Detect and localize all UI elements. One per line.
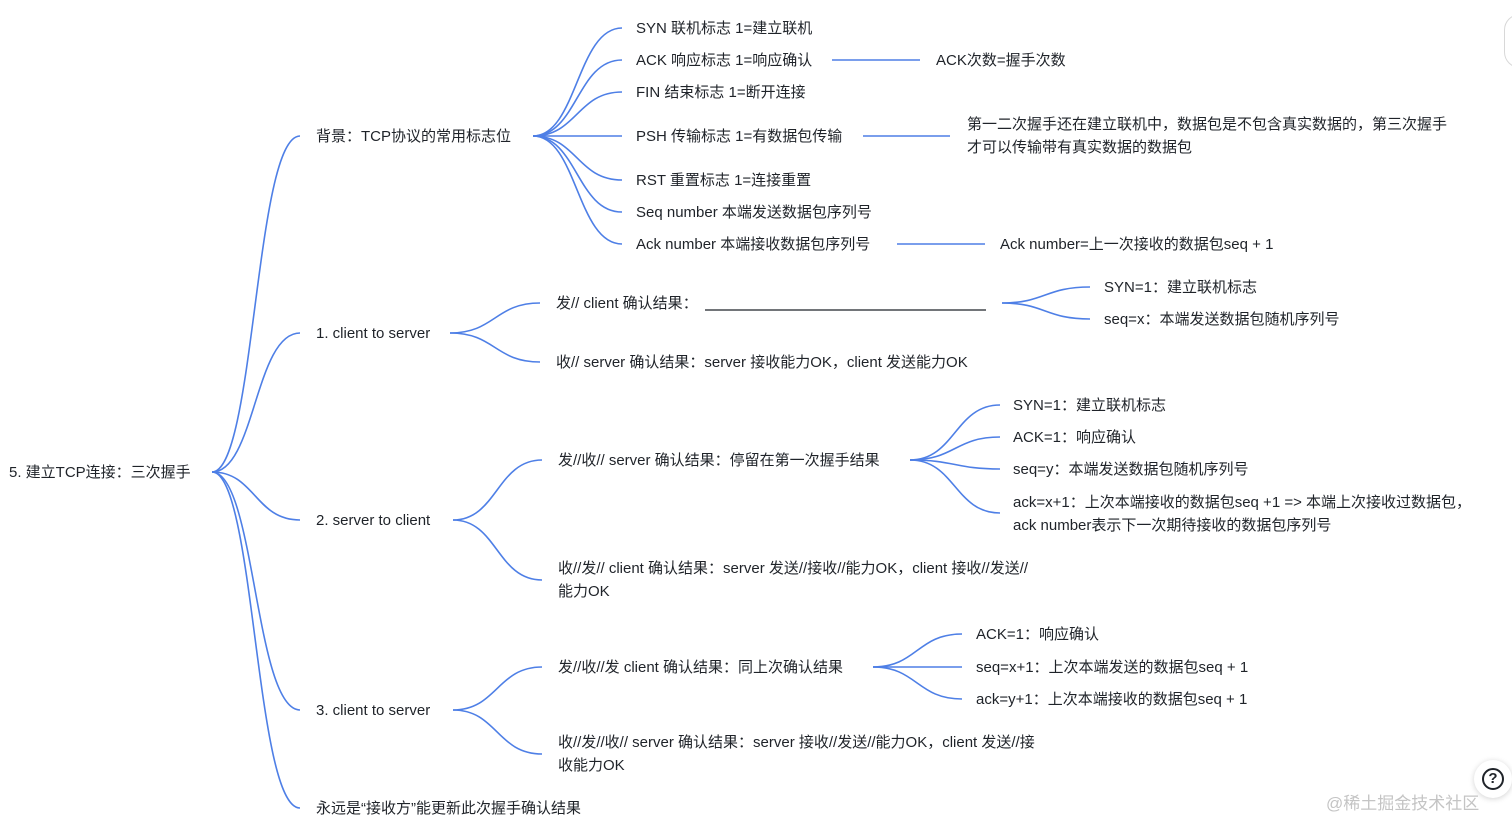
link-step1-syn xyxy=(1001,286,1091,304)
link-step2-syn xyxy=(909,404,1001,461)
node-conclusion[interactable]: 永远是“接收方”能更新此次握手确认结果 xyxy=(316,800,581,817)
node-ack-flag[interactable]: ACK 响应标志 1=响应确认 xyxy=(636,52,813,69)
link-step1-send xyxy=(449,302,541,334)
link-bg-seq xyxy=(532,135,623,213)
node-step1[interactable]: 1. client to server xyxy=(316,325,431,342)
link-bg-acknum xyxy=(532,135,623,245)
node-ack-note[interactable]: ACK次数=握手次数 xyxy=(936,52,1066,69)
link-root-step1 xyxy=(211,332,301,473)
link-root-step2 xyxy=(211,471,301,521)
node-background[interactable]: 背景：TCP协议的常用标志位 xyxy=(316,128,512,145)
node-step3-ack-num[interactable]: ack=y+1：上次本端接收的数据包seq + 1 xyxy=(976,691,1248,708)
watermark: @稀土掘金技术社区 xyxy=(1326,794,1480,813)
link-step2-send xyxy=(452,459,543,521)
link-step3-acknum xyxy=(872,666,963,700)
link-step3-ack xyxy=(872,633,963,668)
link-root-conclusion xyxy=(211,471,301,809)
help-button[interactable]: ? xyxy=(1474,760,1512,798)
link-step3-send xyxy=(452,666,543,711)
node-step3-send[interactable]: 发//收//发 client 确认结果：同上次确认结果 xyxy=(558,659,844,676)
node-step3-ack[interactable]: ACK=1：响应确认 xyxy=(976,626,1099,643)
link-step1-seq xyxy=(1001,302,1091,320)
link-step2-acknum xyxy=(909,459,1001,514)
node-step3-seq[interactable]: seq=x+1：上次本端发送的数据包seq + 1 xyxy=(976,659,1249,676)
node-rst-flag[interactable]: RST 重置标志 1=连接重置 xyxy=(636,172,812,189)
node-step1-send[interactable]: 发// client 确认结果： xyxy=(556,295,698,312)
link-step1-recv xyxy=(449,332,541,363)
link-bg-fin xyxy=(532,91,623,137)
link-root-background xyxy=(211,135,301,473)
node-step3-recv[interactable]: 收//发//收// server 确认结果：server 接收//发送//能力O… xyxy=(558,734,1035,774)
link-bg-syn xyxy=(532,27,623,137)
link-bg-ack xyxy=(532,59,623,137)
node-syn-flag[interactable]: SYN 联机标志 1=建立联机 xyxy=(636,20,813,37)
node-step2-recv[interactable]: 收//发// client 确认结果：server 发送//接收//能力OK，c… xyxy=(558,560,1029,600)
node-ack-number-note[interactable]: Ack number=上一次接收的数据包seq + 1 xyxy=(1000,236,1274,253)
link-root-step3 xyxy=(211,471,301,711)
link-step2-recv xyxy=(452,519,543,581)
node-fin-flag[interactable]: FIN 结束标志 1=断开连接 xyxy=(636,84,806,101)
node-step3[interactable]: 3. client to server xyxy=(316,702,431,719)
node-step2-ack-num[interactable]: ack=x+1：上次本端接收的数据包seq +1 => 本端上次接收过数据包，a… xyxy=(1013,494,1472,534)
side-panel-handle[interactable] xyxy=(1504,14,1512,68)
node-step1-seq[interactable]: seq=x：本端发送数据包随机序列号 xyxy=(1104,311,1340,328)
link-step2-seq xyxy=(909,459,1001,470)
node-ack-number[interactable]: Ack number 本端接收数据包序列号 xyxy=(636,236,871,253)
node-step2-ack[interactable]: ACK=1：响应确认 xyxy=(1013,429,1136,446)
node-step1-recv[interactable]: 收// server 确认结果：server 接收能力OK，client 发送能… xyxy=(556,354,968,371)
question-mark-icon: ? xyxy=(1482,768,1504,790)
node-step2[interactable]: 2. server to client xyxy=(316,512,431,529)
node-step2-syn[interactable]: SYN=1：建立联机标志 xyxy=(1013,397,1166,414)
node-step2-send[interactable]: 发//收// server 确认结果：停留在第一次握手结果 xyxy=(558,452,880,469)
link-step3-recv xyxy=(452,709,543,755)
node-step2-seq[interactable]: seq=y：本端发送数据包随机序列号 xyxy=(1013,461,1249,478)
link-bg-rst xyxy=(532,135,623,181)
node-seq-number[interactable]: Seq number 本端发送数据包序列号 xyxy=(636,204,872,221)
node-step1-syn[interactable]: SYN=1：建立联机标志 xyxy=(1104,279,1257,296)
root-node[interactable]: 5. 建立TCP连接：三次握手 xyxy=(9,464,191,481)
link-step2-ack xyxy=(909,436,1001,461)
node-psh-flag[interactable]: PSH 传输标志 1=有数据包传输 xyxy=(636,128,843,145)
node-psh-note[interactable]: 第一二次握手还在建立联机中，数据包是不包含真实数据的，第三次握手才可以传输带有真… xyxy=(967,116,1448,156)
